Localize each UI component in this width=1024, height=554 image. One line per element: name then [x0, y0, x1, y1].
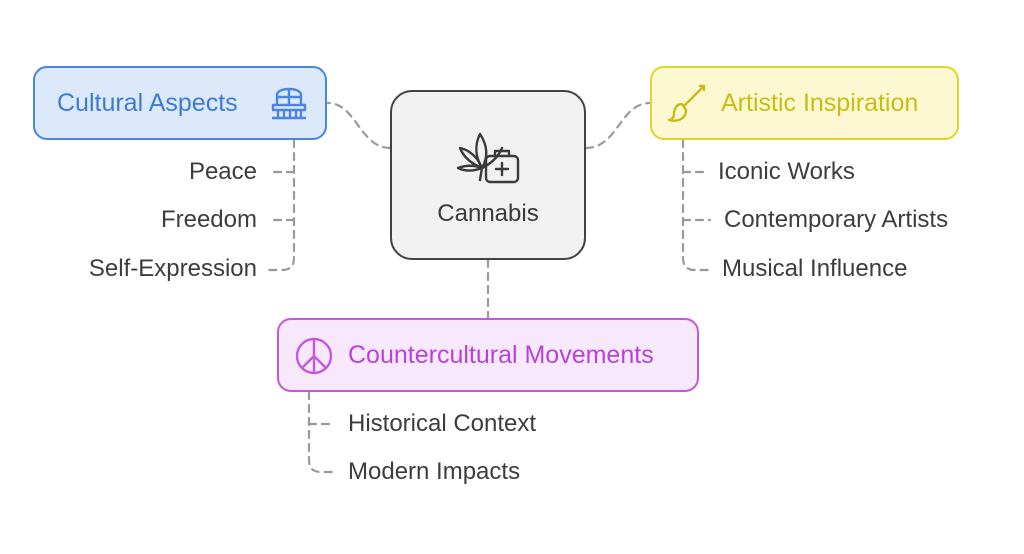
branch-artistic-inspiration: Artistic Inspiration: [650, 66, 959, 140]
artistic-item-musical-influence: Musical Influence: [722, 255, 908, 282]
cannabis-leaf-medical-kit-icon: [456, 132, 520, 184]
connector-cultural-spine: [266, 138, 296, 272]
cultural-item-self-expression: Self-Expression: [88, 255, 257, 282]
center-label: Cannabis: [437, 200, 539, 227]
connector-artistic-spine: [681, 138, 712, 272]
branch-cultural-label: Cultural Aspects: [57, 88, 238, 117]
artistic-item-iconic-works: Iconic Works: [718, 158, 855, 185]
connector-center-artistic: [584, 101, 652, 150]
center-node: Cannabis: [390, 90, 586, 260]
branch-counter-label: Countercultural Movements: [348, 340, 654, 369]
counter-item-historical-context: Historical Context: [348, 410, 537, 437]
peace-sign-icon: [295, 337, 333, 375]
building-icon: [271, 87, 307, 120]
artistic-item-contemporary-artists: Contemporary Artists: [724, 206, 949, 233]
connector-counter-spine: [307, 390, 338, 474]
counter-item-modern-impacts: Modern Impacts: [348, 458, 521, 485]
branch-cultural-aspects: Cultural Aspects: [33, 66, 327, 140]
branch-countercultural-movements: Countercultural Movements: [277, 318, 699, 392]
paintbrush-icon: [667, 84, 706, 122]
cultural-item-freedom: Freedom: [160, 206, 257, 233]
branch-artistic-label: Artistic Inspiration: [721, 88, 919, 117]
cultural-item-peace: Peace: [188, 158, 257, 185]
connector-center-cultural: [326, 101, 392, 150]
